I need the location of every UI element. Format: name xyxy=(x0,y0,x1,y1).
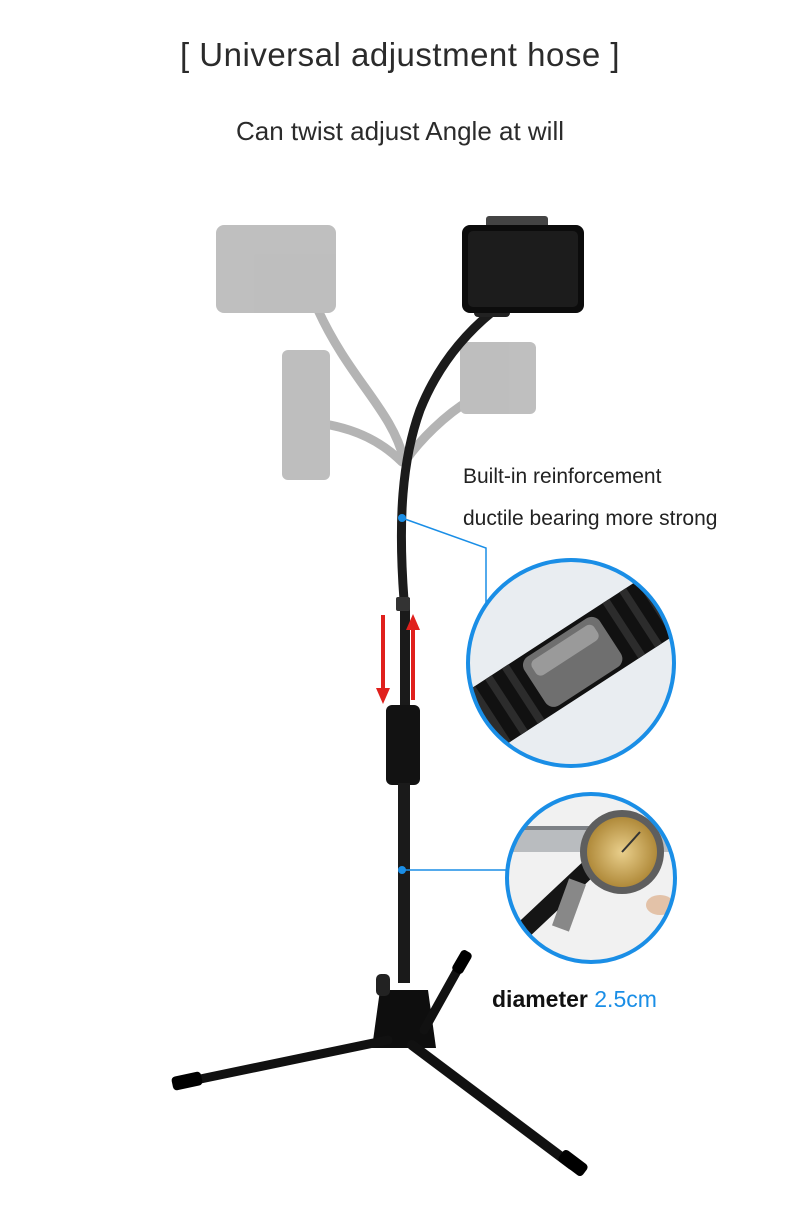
callout-connector-pole xyxy=(398,866,507,874)
caliper-closeup-magnifier xyxy=(505,792,677,964)
page-subtitle: Can twist adjust Angle at will xyxy=(235,116,565,146)
page-title: [ Universal adjustment hose ] xyxy=(179,36,621,73)
ghost-holder-group xyxy=(216,225,536,480)
ghost-phone-icon-2 xyxy=(460,342,536,414)
diameter-label: diameter xyxy=(492,986,588,1012)
ghost-phone-icon xyxy=(216,225,336,313)
lock-knob xyxy=(386,705,420,785)
lower-pole xyxy=(398,783,410,983)
hose-feature-line2: ductile bearing more strong xyxy=(463,507,718,530)
tripod-base xyxy=(171,950,588,1177)
inner-pole xyxy=(400,598,410,708)
hose-closeup-magnifier xyxy=(466,558,676,768)
ghost-tablet-icon xyxy=(282,350,330,480)
callout-connector-hose xyxy=(398,514,487,610)
diameter-value: 2.5cm xyxy=(594,986,657,1012)
gooseneck-hose xyxy=(396,307,497,605)
diameter-callout: diameter 2.5cm xyxy=(492,986,657,1013)
phone-holder xyxy=(462,216,584,317)
height-adjust-arrows-icon xyxy=(376,614,420,704)
hose-feature-line1: Built-in reinforcement xyxy=(463,465,662,488)
hose-feature-callout: Built-in reinforcement ductile bearing m… xyxy=(463,456,717,540)
